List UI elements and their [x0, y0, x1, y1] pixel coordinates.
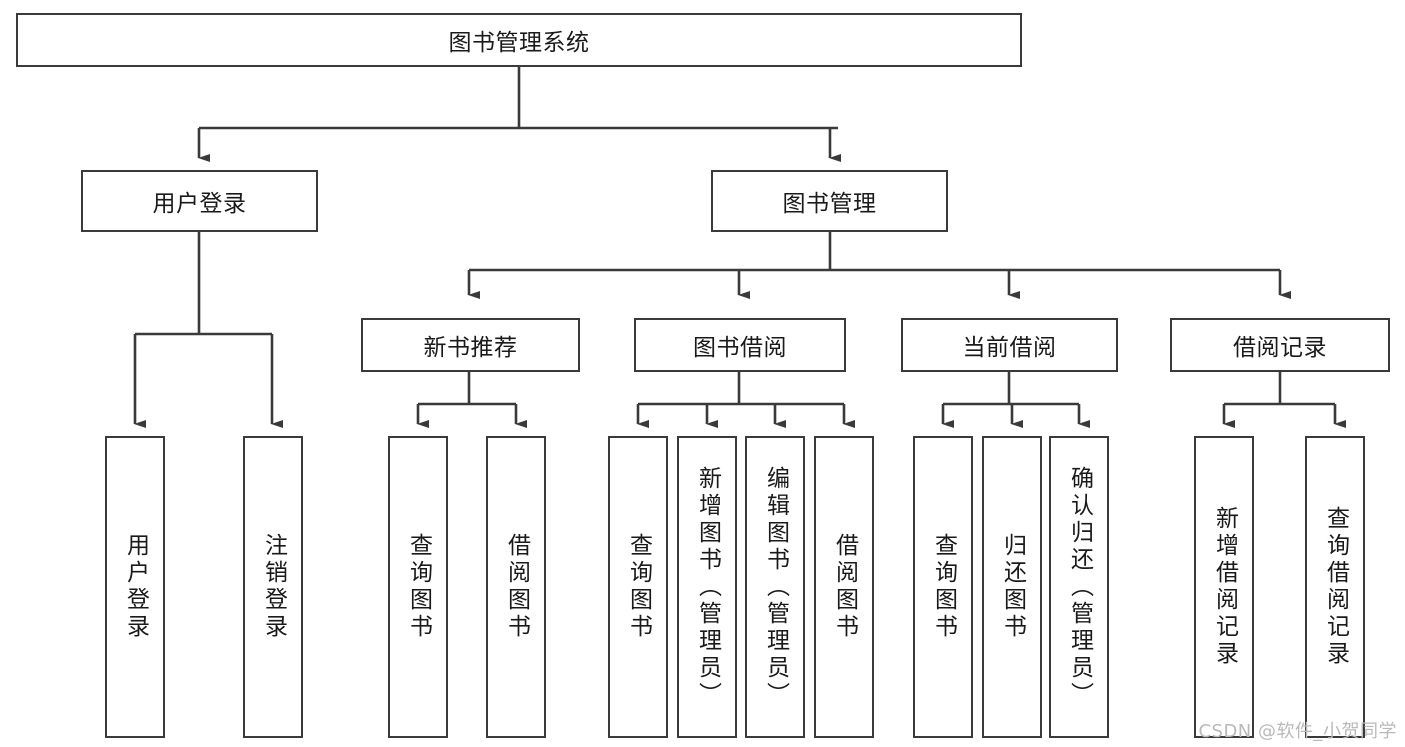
leaf-br-add-record[interactable]: 新增借阅记录: [1194, 436, 1254, 738]
leaf-logout[interactable]: 注销登录: [243, 436, 303, 738]
leaf-cb-query-book-label: 查询图书: [930, 533, 957, 641]
node-book-manage-label: 图书管理: [782, 191, 877, 217]
node-book-borrow[interactable]: 图书借阅: [634, 318, 846, 372]
leaf-br-query-record[interactable]: 查询借阅记录: [1305, 436, 1365, 738]
leaf-cb-confirm-return[interactable]: 确认归还（管理员）: [1049, 436, 1109, 738]
node-book-manage[interactable]: 图书管理: [711, 170, 948, 232]
node-borrow-record-label: 借阅记录: [1233, 335, 1327, 361]
node-root[interactable]: 图书管理系统: [16, 13, 1022, 67]
node-borrow-record[interactable]: 借阅记录: [1170, 318, 1390, 372]
leaf-cb-query-book[interactable]: 查询图书: [913, 436, 973, 738]
leaf-logout-label: 注销登录: [260, 533, 287, 641]
leaf-cb-return-book[interactable]: 归还图书: [982, 436, 1042, 738]
node-new-book-recommend[interactable]: 新书推荐: [361, 318, 580, 372]
node-new-book-recommend-label: 新书推荐: [423, 335, 518, 361]
leaf-nb-query-book-label: 查询图书: [405, 533, 432, 641]
leaf-bb-add-book-label: 新增图书（管理员）: [694, 465, 721, 709]
leaf-bb-borrow-book[interactable]: 借阅图书: [814, 436, 874, 738]
node-user-login[interactable]: 用户登录: [81, 170, 318, 232]
leaf-bb-edit-book-label: 编辑图书（管理员）: [762, 465, 789, 709]
leaf-cb-return-book-label: 归还图书: [999, 533, 1026, 641]
leaf-bb-borrow-book-label: 借阅图书: [831, 533, 858, 641]
node-current-borrow[interactable]: 当前借阅: [901, 318, 1118, 372]
leaf-br-add-record-label: 新增借阅记录: [1211, 506, 1238, 668]
leaf-bb-query-book[interactable]: 查询图书: [608, 436, 668, 738]
leaf-cb-confirm-return-label: 确认归还（管理员）: [1066, 465, 1093, 709]
leaf-nb-query-book[interactable]: 查询图书: [388, 436, 448, 738]
leaf-bb-add-book[interactable]: 新增图书（管理员）: [677, 436, 737, 738]
node-user-login-label: 用户登录: [152, 191, 247, 217]
leaf-br-query-record-label: 查询借阅记录: [1322, 506, 1349, 668]
leaf-nb-borrow-book-label: 借阅图书: [503, 533, 530, 641]
leaf-user-login-label: 用户登录: [122, 533, 149, 641]
node-book-borrow-label: 图书借阅: [693, 335, 787, 361]
leaf-user-login[interactable]: 用户登录: [105, 436, 165, 738]
node-current-borrow-label: 当前借阅: [962, 335, 1057, 361]
leaf-bb-edit-book[interactable]: 编辑图书（管理员）: [745, 436, 805, 738]
csdn-watermark: CSDN @软件_小贺同学: [1198, 721, 1397, 742]
leaf-bb-query-book-label: 查询图书: [625, 533, 652, 641]
leaf-nb-borrow-book[interactable]: 借阅图书: [486, 436, 546, 738]
node-root-label: 图书管理系统: [448, 30, 590, 56]
